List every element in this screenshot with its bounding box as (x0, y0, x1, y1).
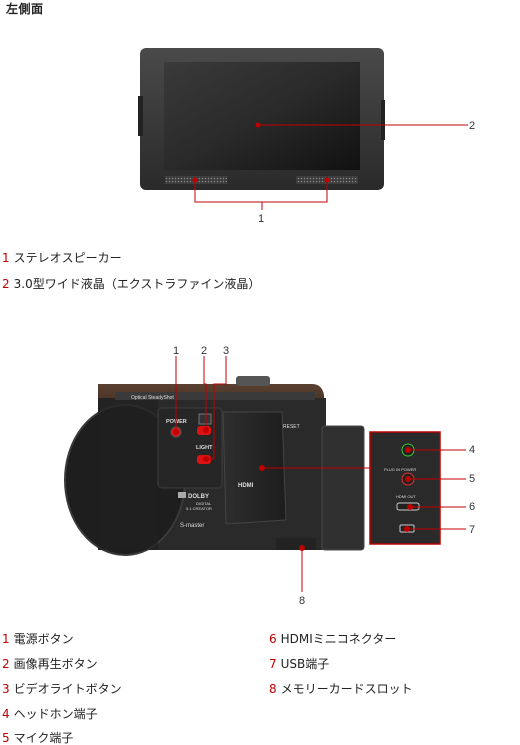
smaster-label: S-master (180, 523, 204, 529)
svg-text:5.1 CREATOR: 5.1 CREATOR (186, 506, 212, 511)
fig2-callout-5: 5 (469, 473, 475, 485)
steady-label: Optical SteadyShot (131, 395, 174, 401)
fig1-callout-2: 2 (469, 120, 475, 132)
fig2-callout-3: 3 (223, 345, 229, 357)
dolby-label: DOLBY (188, 494, 209, 500)
svg-text:DIGITAL: DIGITAL (196, 501, 212, 506)
lcd-screen (164, 62, 360, 170)
svg-text:PLUG IN POWER: PLUG IN POWER (384, 467, 416, 472)
fig2-callout-6: 6 (469, 501, 475, 513)
fig2-callout-4: 4 (469, 444, 475, 456)
fig1-callout-1: 1 (258, 213, 264, 225)
camcorder-figure: Optical SteadyShot POWER LIGHT DOLBY DIG… (64, 376, 441, 556)
page-title: 左側面 (6, 2, 44, 16)
fig2-callout-8: 8 (299, 595, 305, 607)
fig2-callout-1: 1 (173, 345, 179, 357)
fig2-callout-2: 2 (201, 345, 207, 357)
fig2-callout-7: 7 (469, 524, 475, 536)
light-label: LIGHT (196, 445, 213, 451)
reset-label: RESET (283, 424, 300, 430)
hdmi-flap-label: HDMI (238, 483, 254, 489)
svg-text:HDMI OUT: HDMI OUT (396, 494, 416, 499)
callout-dot-2 (255, 122, 261, 128)
